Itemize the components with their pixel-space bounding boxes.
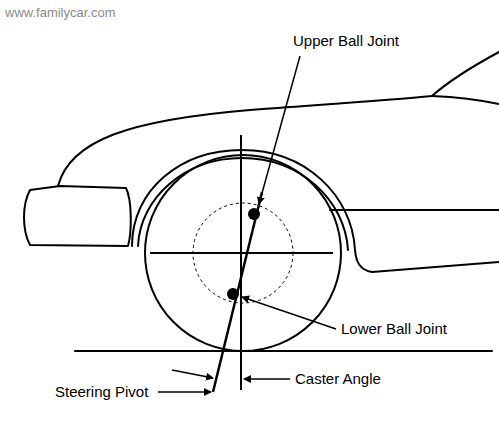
hood-edge	[432, 96, 499, 104]
upper-ball-joint	[248, 208, 260, 220]
lower-leader	[242, 297, 336, 329]
watermark: www.familycar.com	[4, 4, 117, 22]
front-bumper	[24, 186, 131, 246]
angle-label: Caster Angle	[294, 370, 382, 388]
caster-arrow-left	[172, 370, 213, 378]
vertical-reference	[240, 135, 242, 390]
steering-pivot-axis	[213, 192, 262, 392]
lower-ball-joint	[227, 288, 239, 300]
part-label: Lower Ball Joint	[340, 320, 448, 338]
wheel	[145, 155, 341, 351]
upper-leader	[259, 56, 300, 204]
pivot-leader	[158, 391, 211, 393]
part-label: Steering Pivot	[54, 383, 149, 401]
wheel-centerline	[150, 252, 333, 254]
body-line	[330, 209, 499, 211]
rocker-line	[372, 262, 499, 272]
caster-arrow-right	[244, 378, 290, 380]
part-label: Upper Ball Joint	[292, 32, 400, 50]
ground-line	[75, 350, 492, 352]
car-hood	[58, 52, 499, 186]
wheel-arch-inner	[138, 158, 348, 250]
